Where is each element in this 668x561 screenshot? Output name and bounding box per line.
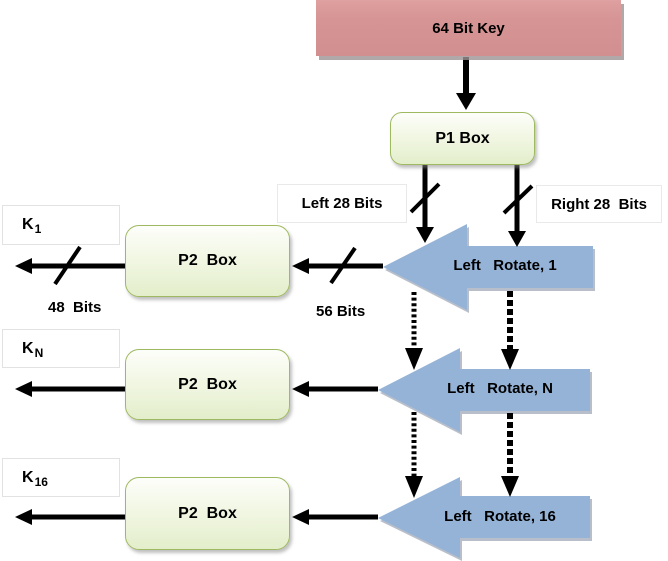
dashed-arrow-rotateN-to-rotate16-right bbox=[501, 413, 519, 497]
key-box: 64 Bit Key bbox=[316, 0, 621, 56]
p2-box-1-label: P2 Box bbox=[178, 252, 237, 269]
arrow-rotate16-to-p2box3 bbox=[292, 509, 378, 525]
k16-sub-text: 16 bbox=[34, 474, 48, 489]
arrow-rotateN-to-p2box2 bbox=[292, 381, 378, 397]
p2-box-2-label: P2 Box bbox=[178, 375, 237, 393]
left-rotate-n-label: Left Rotate, N bbox=[447, 380, 553, 397]
p2-box-1: P2 Box bbox=[125, 225, 290, 297]
left-28-bits-text: Left 28 Bits bbox=[301, 195, 383, 212]
bus-slash-left28 bbox=[409, 182, 441, 214]
left-rotate-16-label: Left Rotate, 16 bbox=[444, 508, 556, 525]
p1-box-label: P1 Box bbox=[435, 129, 490, 147]
arrow-p2box2-to-kn bbox=[15, 381, 125, 397]
left-rotate-1-arrow-shape bbox=[383, 224, 593, 310]
right-28-bits-label: Right 28 Bits bbox=[536, 185, 662, 223]
kn-base-text: K bbox=[22, 339, 34, 357]
right-28-bits-text: Right 28 Bits bbox=[551, 195, 647, 213]
56-bits-label: 56 Bits bbox=[316, 303, 366, 320]
k1-sub-text: 1 bbox=[34, 222, 42, 236]
bus-slash-right28 bbox=[502, 184, 534, 215]
left-rotate-n-arrow-shape bbox=[378, 348, 590, 432]
bus-slash-48bits bbox=[53, 245, 82, 286]
left-28-bits-label: Left 28 Bits bbox=[277, 184, 407, 223]
arrow-rotate1-to-p2box1 bbox=[292, 246, 383, 285]
arrow-p2box1-to-k1 bbox=[15, 245, 125, 286]
k1-base-text: K bbox=[22, 216, 34, 233]
k16-base-text: K bbox=[22, 468, 34, 486]
key-box-label: 64 Bit Key bbox=[432, 19, 505, 37]
dashed-arrow-rotate1-to-rotateN-right bbox=[501, 291, 519, 370]
arrow-p1-left28-to-rotate1 bbox=[409, 165, 441, 243]
kn-sub-text: N bbox=[34, 345, 44, 360]
arrow-p1-right28-to-rotate1 bbox=[502, 165, 534, 247]
dotted-arrow-rotate1-to-rotateN-left bbox=[405, 292, 423, 370]
arrow-p2box3-to-k16 bbox=[15, 509, 125, 525]
dotted-arrow-rotateN-to-rotate16-left bbox=[405, 412, 423, 498]
bus-slash-56bits bbox=[329, 246, 357, 285]
p2-box-3: P2 Box bbox=[125, 477, 290, 550]
p2-box-3-label: P2 Box bbox=[178, 504, 237, 522]
left-rotate-1-label: Left Rotate, 1 bbox=[453, 257, 557, 274]
p2-box-2: P2 Box bbox=[125, 349, 290, 420]
arrow-key-to-p1box bbox=[456, 57, 476, 110]
p1-box: P1 Box bbox=[390, 112, 535, 165]
left-rotate-16-arrow-shape bbox=[378, 477, 590, 558]
48-bits-label: 48 Bits bbox=[48, 299, 102, 316]
